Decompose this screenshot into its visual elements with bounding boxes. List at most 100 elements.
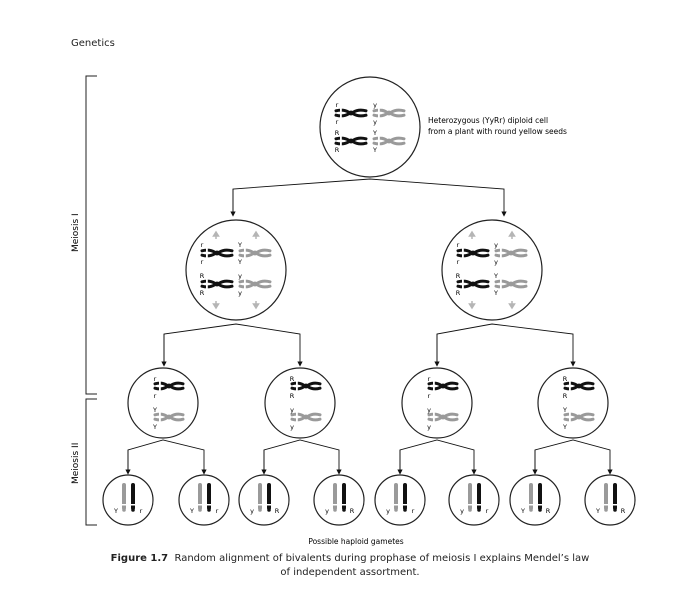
allele-label: Y bbox=[113, 507, 118, 515]
fork-arrow bbox=[436, 323, 576, 367]
figure-caption: Figure 1.7 Random alignment of bivalents… bbox=[110, 552, 590, 580]
dark-chromosome bbox=[290, 381, 322, 391]
allele-label: R bbox=[335, 146, 340, 154]
allele-label: Y bbox=[493, 289, 498, 297]
dark-bivalent bbox=[334, 108, 368, 118]
allele-label: Y bbox=[562, 423, 567, 431]
allele-label: Y bbox=[493, 272, 498, 280]
light-bivalent bbox=[238, 279, 272, 289]
light-chromosome bbox=[563, 412, 595, 422]
dark-chromatid bbox=[266, 483, 272, 512]
dark-bivalent bbox=[200, 248, 234, 258]
allele-label: r bbox=[486, 507, 489, 515]
allele-label: R bbox=[335, 129, 340, 137]
allele-label: y bbox=[427, 423, 431, 431]
cell-outline bbox=[374, 474, 426, 526]
allele-label: Y bbox=[237, 258, 242, 266]
allele-label: r bbox=[201, 258, 204, 266]
movement-arrow bbox=[468, 301, 476, 310]
cell-outline bbox=[441, 219, 543, 321]
meiosis2-label: Meiosis II bbox=[71, 443, 81, 484]
fork-arrow bbox=[232, 178, 507, 217]
light-chromosome bbox=[153, 412, 185, 422]
fork-arrow bbox=[127, 439, 207, 475]
top-note-line1: Heterozygous (YyRr) diploid cell bbox=[428, 116, 548, 125]
dark-chromosome bbox=[427, 381, 459, 391]
cell-outline bbox=[102, 474, 154, 526]
light-chromatid bbox=[332, 483, 338, 512]
lineage-arrows bbox=[125, 178, 613, 475]
allele-label: Y bbox=[372, 146, 377, 154]
allele-label: y bbox=[290, 406, 294, 414]
fork-arrow bbox=[534, 439, 613, 475]
cell-outline bbox=[238, 474, 290, 526]
movement-arrow bbox=[508, 301, 516, 310]
fork-arrow bbox=[263, 439, 342, 475]
allele-label: Y bbox=[152, 406, 157, 414]
dark-chromatid bbox=[206, 483, 212, 512]
meiosis2-bracket bbox=[85, 398, 97, 526]
cell-outline bbox=[127, 367, 199, 439]
dark-chromatid bbox=[537, 483, 543, 512]
allele-label: r bbox=[201, 241, 204, 249]
movement-arrow bbox=[212, 301, 220, 310]
allele-label: r bbox=[154, 392, 157, 400]
light-chromatid bbox=[393, 483, 399, 512]
light-chromosome bbox=[427, 412, 459, 422]
light-chromatid bbox=[467, 483, 473, 512]
allele-label: y bbox=[494, 258, 498, 266]
allele-label: y bbox=[238, 272, 242, 280]
allele-label: y bbox=[373, 118, 377, 126]
allele-label: Y bbox=[152, 423, 157, 431]
dark-chromatid bbox=[612, 483, 618, 512]
light-chromosome bbox=[290, 412, 322, 422]
meiosis1-label: Meiosis I bbox=[71, 213, 81, 252]
allele-label: Y bbox=[189, 507, 194, 515]
allele-label: y bbox=[238, 289, 242, 297]
allele-label: Y bbox=[595, 507, 600, 515]
movement-arrow bbox=[212, 230, 220, 239]
dark-chromatid bbox=[341, 483, 347, 512]
meiosis1-bracket bbox=[85, 75, 97, 395]
caption-text: Random alignment of bivalents during pro… bbox=[174, 553, 590, 578]
movement-arrow bbox=[508, 230, 516, 239]
allele-label: R bbox=[456, 272, 461, 280]
cell-outline bbox=[313, 474, 365, 526]
page-header: Genetics bbox=[71, 38, 115, 49]
allele-label: r bbox=[457, 258, 460, 266]
allele-label: R bbox=[275, 507, 280, 515]
light-chromatid bbox=[197, 483, 203, 512]
light-chromatid bbox=[603, 483, 609, 512]
allele-label: y bbox=[494, 241, 498, 249]
movement-arrow bbox=[252, 301, 260, 310]
cell-outline bbox=[264, 367, 336, 439]
allele-label: y bbox=[460, 507, 464, 515]
allele-label: r bbox=[412, 507, 415, 515]
dark-chromatid bbox=[130, 483, 136, 512]
cell-outline bbox=[448, 474, 500, 526]
dark-bivalent bbox=[200, 279, 234, 289]
movement-arrow bbox=[252, 230, 260, 239]
dark-chromatid bbox=[402, 483, 408, 512]
allele-label: r bbox=[336, 101, 339, 109]
allele-label: Y bbox=[237, 241, 242, 249]
allele-label: Y bbox=[372, 129, 377, 137]
cell-outline bbox=[584, 474, 636, 526]
cell-outline bbox=[401, 367, 473, 439]
light-chromatid bbox=[121, 483, 127, 512]
allele-label: r bbox=[457, 241, 460, 249]
cell-outline bbox=[319, 76, 421, 178]
